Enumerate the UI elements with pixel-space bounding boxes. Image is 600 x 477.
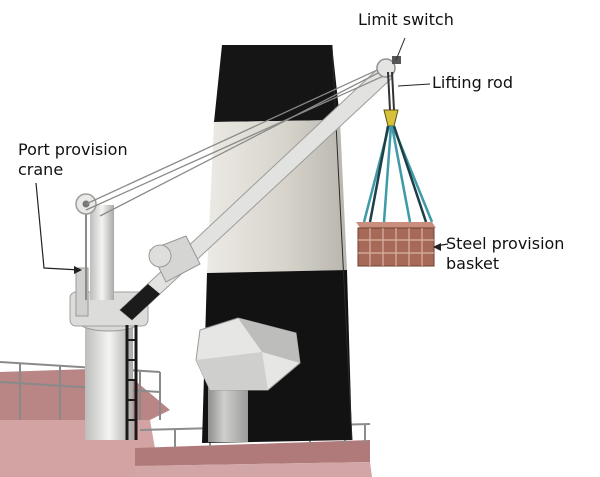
- leader-arrow-basket: [433, 243, 441, 251]
- limit-switch: [376, 37, 406, 78]
- crane-boom: [119, 63, 393, 321]
- lifting-rod: [383, 71, 431, 127]
- port-crane-label-line2: crane: [18, 160, 64, 179]
- ventilator: [195, 317, 301, 442]
- crane-cables: [85, 65, 389, 217]
- port-crane-label-line1: Port provision: [18, 140, 128, 159]
- crane-pedestal: [69, 291, 149, 440]
- steel-basket-label-line1: Steel provision: [446, 234, 565, 253]
- deck-right: [135, 423, 372, 477]
- leader-arrow-port-crane: [74, 266, 82, 274]
- basket-slings: [362, 125, 434, 223]
- steel-basket-label-line2: basket: [446, 254, 500, 273]
- limit-switch-label: Limit switch: [358, 10, 454, 29]
- steel-provision-basket: [356, 222, 436, 267]
- steel-provision-basket-label: Steel provision basket: [446, 234, 564, 274]
- port-provision-crane-label: Port provision crane: [18, 140, 128, 180]
- lifting-rod-label: Lifting rod: [432, 73, 513, 92]
